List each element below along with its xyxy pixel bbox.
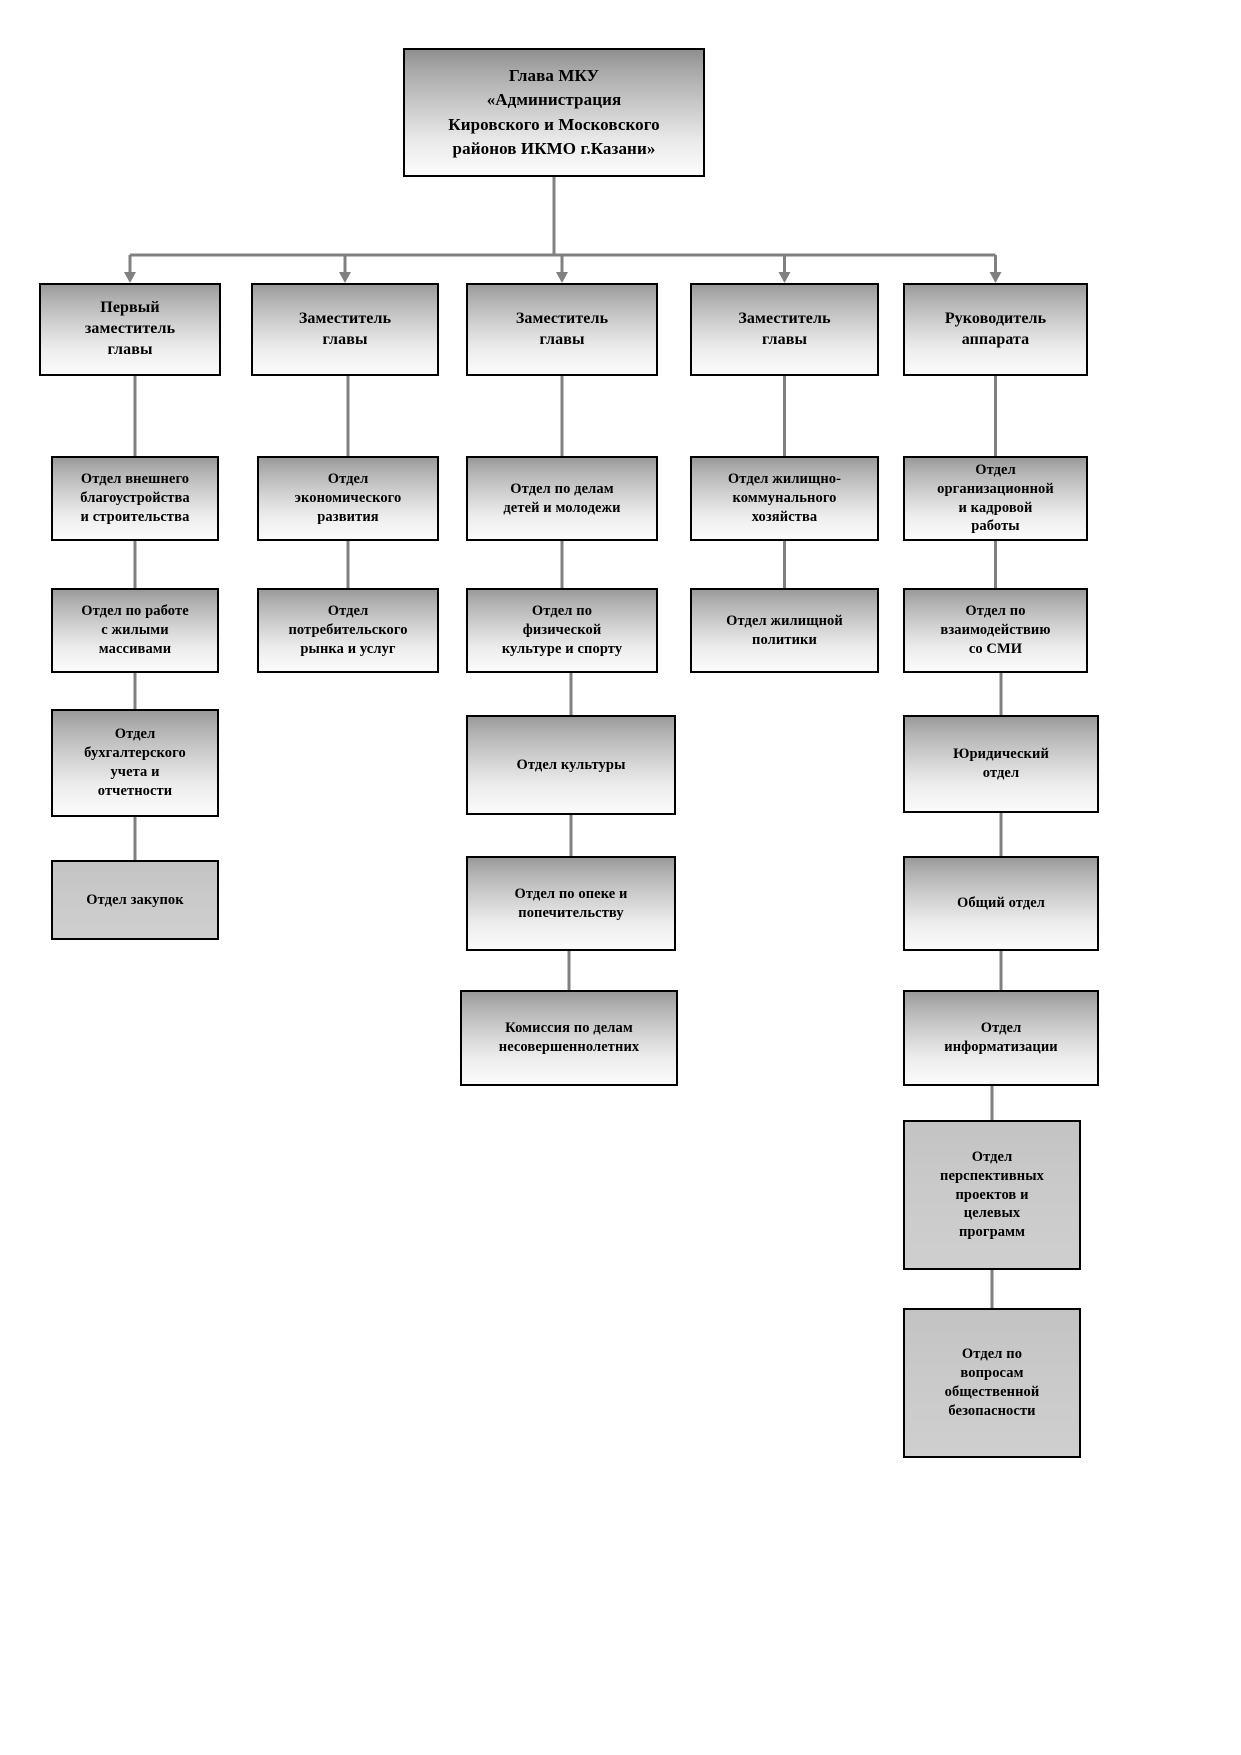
dept-node-4-4[interactable]: Отдел информатизации: [903, 990, 1099, 1086]
dept-node-2-1-label: Отдел по физической культуре и спорту: [501, 603, 623, 657]
level2-node-4-label: Руководитель аппарата: [944, 309, 1047, 348]
level2-node-3-label: Заместитель главы: [738, 309, 831, 348]
dept-node-4-5[interactable]: Отдел перспективных проектов и целевых п…: [903, 1120, 1081, 1270]
dept-node-4-2-label: Юридический отдел: [953, 746, 1049, 781]
dept-node-1-0[interactable]: Отдел экономического развития: [257, 456, 439, 541]
dept-node-4-1[interactable]: Отдел по взаимодействию со СМИ: [903, 588, 1088, 673]
dept-node-1-0-label: Отдел экономического развития: [294, 471, 402, 525]
level2-node-1-label: Заместитель главы: [298, 309, 392, 348]
dept-node-3-1-label: Отдел жилищной политики: [726, 612, 843, 648]
dept-node-2-3-label: Отдел по опеке и попечительству: [514, 885, 628, 921]
dept-node-0-0-label: Отдел внешнего благоустройства и строите…: [80, 471, 190, 525]
dept-node-4-3-label: Общий отдел: [956, 895, 1046, 912]
level2-node-3[interactable]: Заместитель главы: [690, 283, 879, 376]
dept-node-4-2[interactable]: Юридический отдел: [903, 715, 1099, 813]
dept-node-2-2[interactable]: Отдел культуры: [466, 715, 676, 815]
level2-node-4[interactable]: Руководитель аппарата: [903, 283, 1088, 376]
dept-node-4-0[interactable]: Отдел организационной и кадровой работы: [903, 456, 1088, 541]
dept-node-4-6-label: Отдел по вопросам общественной безопасно…: [944, 1346, 1040, 1419]
dept-node-2-4-label: Комиссия по делам несовершеннолетних: [498, 1020, 640, 1055]
level2-node-0-label: Первый заместитель главы: [84, 299, 176, 358]
dept-node-0-3[interactable]: Отдел закупок: [51, 860, 219, 940]
level2-node-1[interactable]: Заместитель главы: [251, 283, 439, 376]
dept-node-0-1[interactable]: Отдел по работе с жилыми массивами: [51, 588, 219, 673]
dept-node-0-1-label: Отдел по работе с жилыми массивами: [81, 603, 189, 657]
dept-node-2-1[interactable]: Отдел по физической культуре и спорту: [466, 588, 658, 673]
dept-node-0-0[interactable]: Отдел внешнего благоустройства и строите…: [51, 456, 219, 541]
dept-node-4-3[interactable]: Общий отдел: [903, 856, 1099, 951]
root-node[interactable]: Глава МКУ «Администрация Кировского и Мо…: [403, 48, 705, 177]
level2-arrow-3: [778, 272, 791, 283]
level2-arrow-1: [339, 272, 351, 283]
dept-node-4-0-label: Отдел организационной и кадровой работы: [937, 461, 1054, 535]
level2-node-2-label: Заместитель главы: [515, 309, 609, 348]
dept-node-4-1-label: Отдел по взаимодействию со СМИ: [940, 603, 1051, 657]
dept-node-4-5-label: Отдел перспективных проектов и целевых п…: [940, 1148, 1044, 1241]
dept-node-0-2-label: Отдел бухгалтерского учета и отчетности: [84, 726, 186, 799]
dept-node-0-2[interactable]: Отдел бухгалтерского учета и отчетности: [51, 709, 219, 817]
dept-node-2-0-label: Отдел по делам детей и молодежи: [503, 480, 621, 516]
dept-node-4-6[interactable]: Отдел по вопросам общественной безопасно…: [903, 1308, 1081, 1458]
dept-node-2-2-label: Отдел культуры: [516, 756, 626, 773]
dept-node-0-3-label: Отдел закупок: [86, 891, 184, 908]
level2-arrow-2: [556, 272, 568, 283]
dept-node-3-0[interactable]: Отдел жилищно- коммунального хозяйства: [690, 456, 879, 541]
root-node-label: Глава МКУ «Администрация Кировского и Мо…: [448, 66, 660, 158]
level2-arrow-0: [124, 272, 136, 283]
dept-node-4-4-label: Отдел информатизации: [944, 1020, 1058, 1055]
dept-node-2-3[interactable]: Отдел по опеке и попечительству: [466, 856, 676, 951]
dept-node-3-1[interactable]: Отдел жилищной политики: [690, 588, 879, 673]
dept-node-2-0[interactable]: Отдел по делам детей и молодежи: [466, 456, 658, 541]
level2-node-0[interactable]: Первый заместитель главы: [39, 283, 221, 376]
dept-node-2-4[interactable]: Комиссия по делам несовершеннолетних: [460, 990, 678, 1086]
dept-node-3-0-label: Отдел жилищно- коммунального хозяйства: [727, 471, 842, 525]
level2-node-2[interactable]: Заместитель главы: [466, 283, 658, 376]
level2-arrow-4: [989, 272, 1002, 283]
dept-node-1-1[interactable]: Отдел потребительского рынка и услуг: [257, 588, 439, 673]
dept-node-1-1-label: Отдел потребительского рынка и услуг: [288, 603, 408, 657]
